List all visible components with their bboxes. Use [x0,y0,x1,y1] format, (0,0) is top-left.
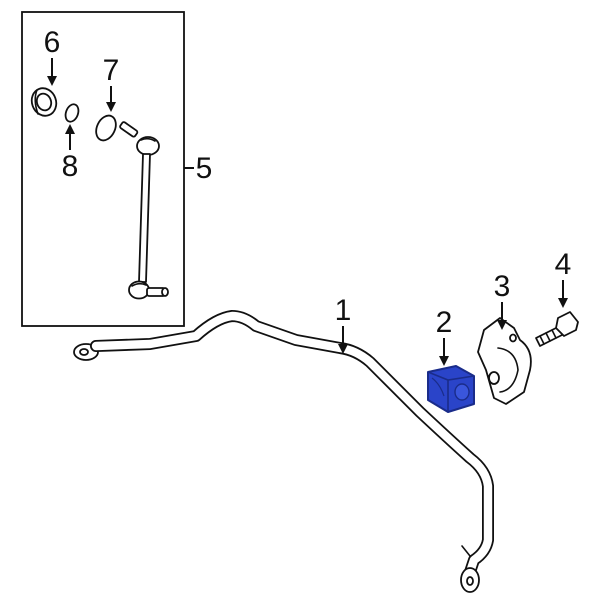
part-7-ring [95,114,117,142]
callout-2: 2 [436,306,453,366]
callout-3: 3 [494,270,511,330]
inset-box [21,11,194,327]
callout-3-label: 3 [494,270,511,303]
part-1-stabilizer-bar [73,310,494,593]
callout-5-label: 5 [196,152,213,185]
callout-4: 4 [555,248,572,308]
callout-2-label: 2 [436,306,453,339]
callout-6: 6 [44,26,61,86]
callout-8: 8 [62,124,79,183]
part-8-small-ring [64,103,80,123]
callout-6-label: 6 [44,26,61,59]
callout-8-label: 8 [62,150,79,183]
callout-1: 1 [335,294,352,354]
callout-1-label: 1 [335,294,352,327]
part-3-bracket [477,317,532,405]
part-6-cap [30,87,58,117]
part-2-bushing [427,365,475,413]
callout-4-label: 4 [555,248,572,281]
callout-7: 7 [103,54,120,112]
callout-7-label: 7 [103,54,120,87]
part-4-bolt [535,311,579,347]
callout-5: 5 [196,152,213,185]
part-5-stabilizer-link [119,121,169,300]
